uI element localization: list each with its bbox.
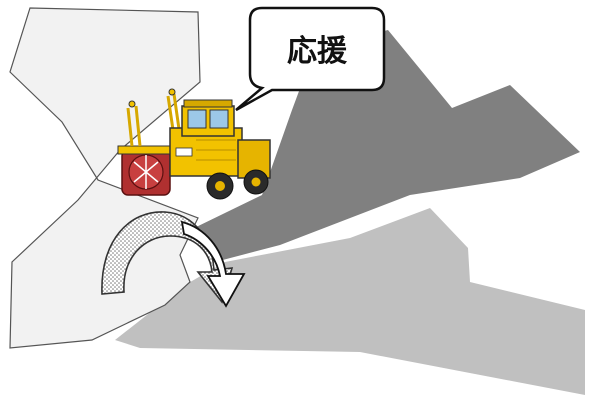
snow-blower-rotor xyxy=(118,146,174,195)
callout-label: 応援 xyxy=(287,34,348,69)
left-area-region xyxy=(10,8,200,348)
